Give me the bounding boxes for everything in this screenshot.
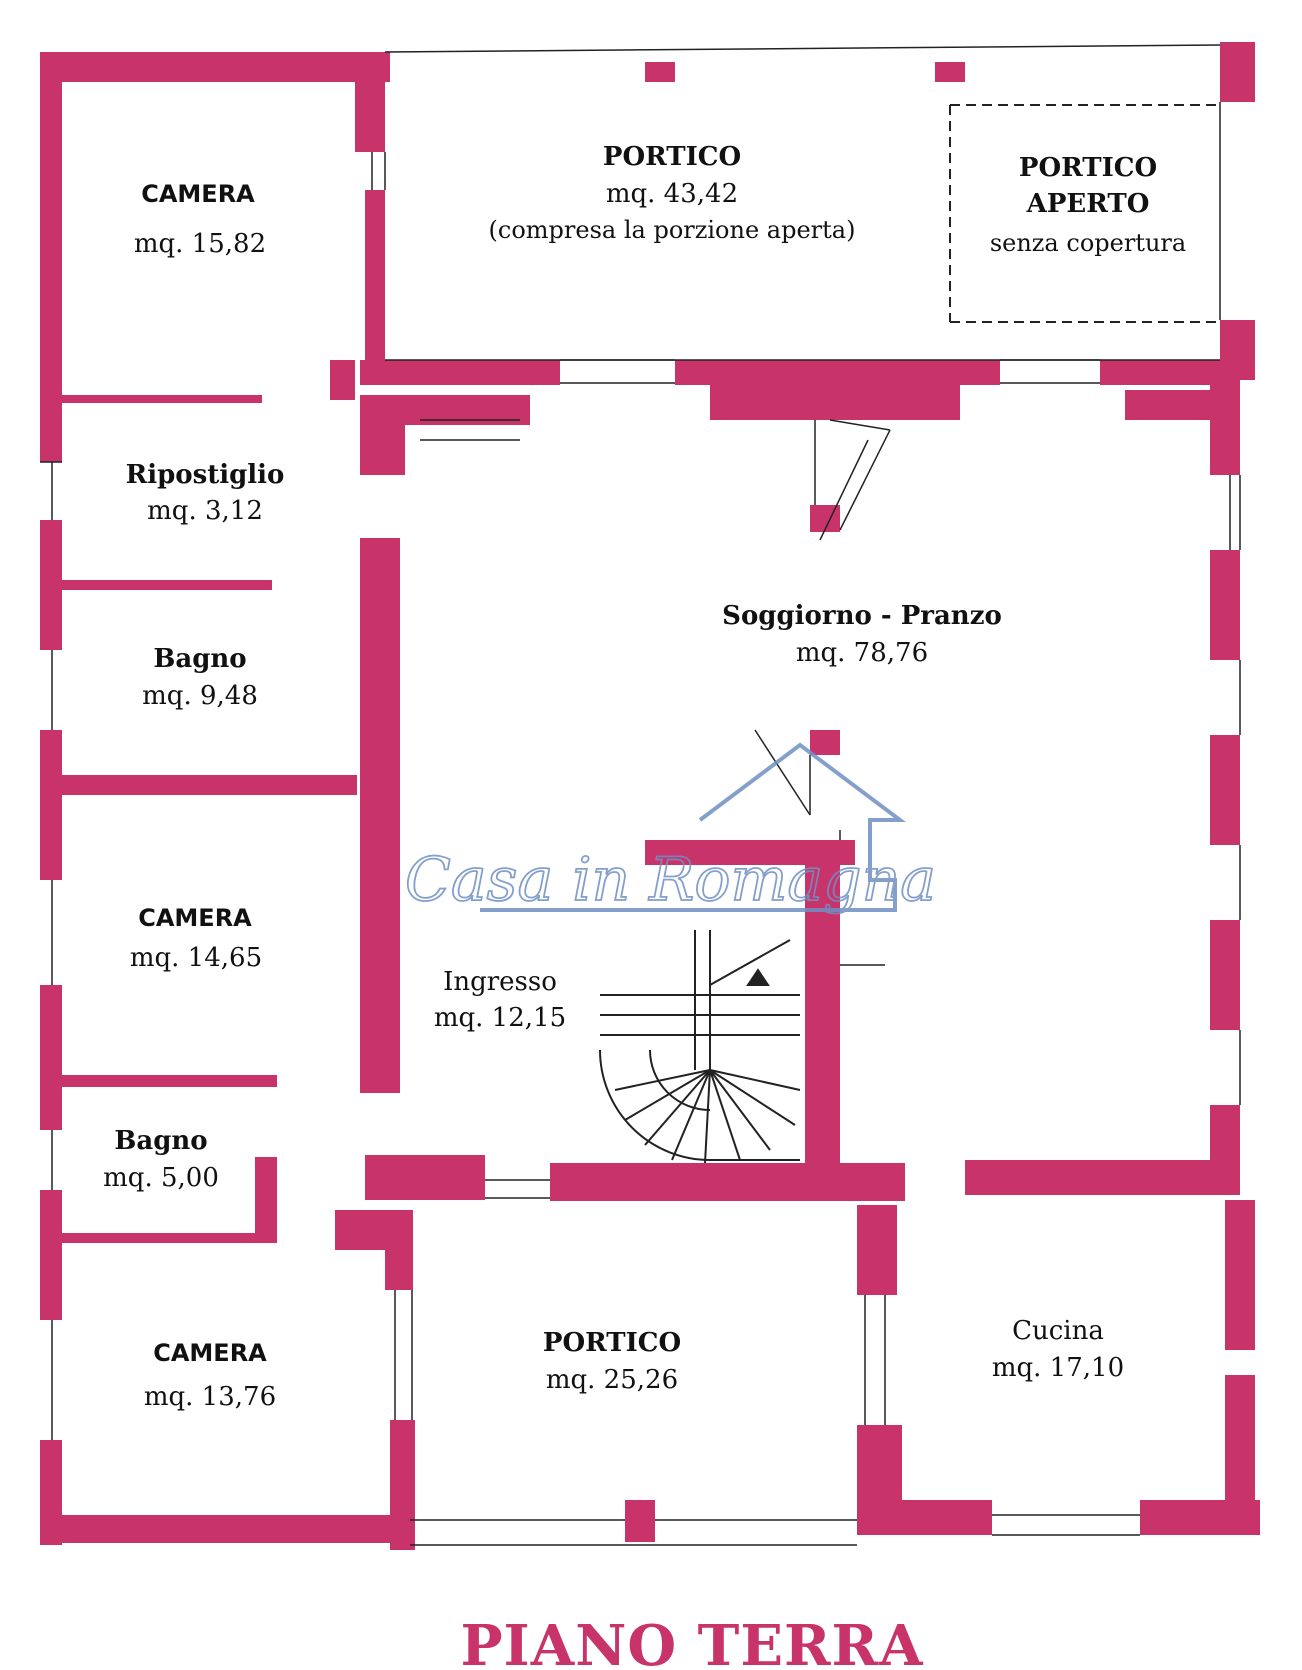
thin-lines (40, 44, 1241, 1546)
wall-segment (255, 1157, 277, 1237)
plan-line (829, 419, 891, 431)
house-outline-icon (480, 742, 906, 912)
camera-mid-area: mq. 14,65 (130, 943, 262, 973)
walls (40, 42, 1260, 1550)
camera-top-name: CAMERA (141, 180, 255, 208)
wall-segment (857, 1425, 902, 1535)
wall-segment (40, 52, 62, 462)
bagno-small-name: Bagno (114, 1126, 207, 1156)
wall-segment (360, 360, 560, 385)
wall-segment (40, 52, 390, 82)
portico-aperto-name-line2: APERTO (1026, 189, 1150, 219)
camera-top-area: mq. 15,82 (134, 229, 266, 259)
wall-segment (1210, 550, 1240, 660)
ingresso-area: mq. 12,15 (434, 1003, 566, 1033)
portico-top-name: PORTICO (603, 142, 741, 172)
wall-segment (365, 190, 385, 375)
camera-bottom-name: CAMERA (153, 1339, 267, 1367)
wall-segment (1225, 1200, 1255, 1350)
wall-segment (40, 1190, 62, 1320)
ingresso-name: Ingresso (443, 967, 557, 997)
floor-title: PIANO TERRA (460, 1613, 924, 1670)
wall-segment (385, 1210, 413, 1290)
wall-segment (360, 395, 405, 475)
portico-bottom-name: PORTICO (543, 1328, 681, 1358)
cucina-name: Cucina (1012, 1316, 1104, 1346)
wall-segment (365, 1155, 485, 1200)
wall-segment (40, 520, 62, 650)
soggiorno-name: Soggiorno - Pranzo (722, 601, 1002, 631)
portico-aperto-note: senza copertura (990, 229, 1186, 257)
cucina-area: mq. 17,10 (992, 1353, 1124, 1383)
wall-segment (1220, 320, 1255, 380)
camera-bottom-area: mq. 13,76 (144, 1382, 276, 1412)
watermark-logo: Casa in Romagna (404, 742, 937, 916)
bagno-small-area: mq. 5,00 (103, 1163, 219, 1193)
wall-segment (857, 1205, 897, 1295)
wall-segment (550, 1163, 905, 1201)
wall-segment (62, 775, 357, 795)
wall-segment (40, 730, 62, 880)
ripostiglio-name: Ripostiglio (126, 460, 285, 490)
wall-segment (935, 62, 965, 82)
wall-segment (810, 730, 840, 755)
wall-segment (1210, 1115, 1240, 1175)
ripostiglio-area: mq. 3,12 (147, 496, 263, 526)
plan-line (819, 439, 869, 541)
wall-segment (897, 1500, 992, 1535)
wall-segment (965, 1160, 1240, 1195)
watermark-text: Casa in Romagna (405, 845, 936, 915)
wall-segment (1125, 390, 1220, 420)
stair-arrow-icon (746, 968, 770, 986)
wall-segment (1220, 42, 1255, 102)
soggiorno-area: mq. 78,76 (796, 638, 928, 668)
wall-segment (805, 840, 840, 1170)
wall-segment (360, 538, 400, 1093)
wall-segment (625, 1500, 655, 1542)
wall-segment (62, 580, 272, 590)
plan-line (754, 729, 811, 816)
wall-segment (62, 1075, 277, 1087)
portico-aperto-name-line1: PORTICO (1019, 153, 1157, 183)
wall-segment (675, 360, 1000, 385)
camera-mid-name: CAMERA (138, 904, 252, 932)
wall-segment (62, 1233, 277, 1243)
spiral-staircase (599, 930, 801, 1164)
wall-segment (1225, 1375, 1255, 1535)
wall-segment (355, 52, 385, 152)
wall-segment (40, 985, 62, 1130)
bagno-top-name: Bagno (153, 644, 246, 674)
wall-segment (390, 1420, 415, 1550)
wall-segment (1210, 920, 1240, 1030)
wall-segment (645, 62, 675, 82)
plan-line (839, 429, 891, 531)
bagno-top-area: mq. 9,48 (142, 681, 258, 711)
portico-top-note: (compresa la porzione aperta) (489, 216, 856, 244)
plan-line (384, 44, 1221, 53)
wall-segment (62, 395, 262, 403)
wall-segment (1210, 735, 1240, 845)
portico-top-area: mq. 43,42 (606, 179, 738, 209)
wall-segment (710, 385, 960, 420)
portico-bottom-area: mq. 25,26 (546, 1365, 678, 1395)
wall-segment (40, 1515, 410, 1543)
wall-segment (330, 360, 355, 400)
